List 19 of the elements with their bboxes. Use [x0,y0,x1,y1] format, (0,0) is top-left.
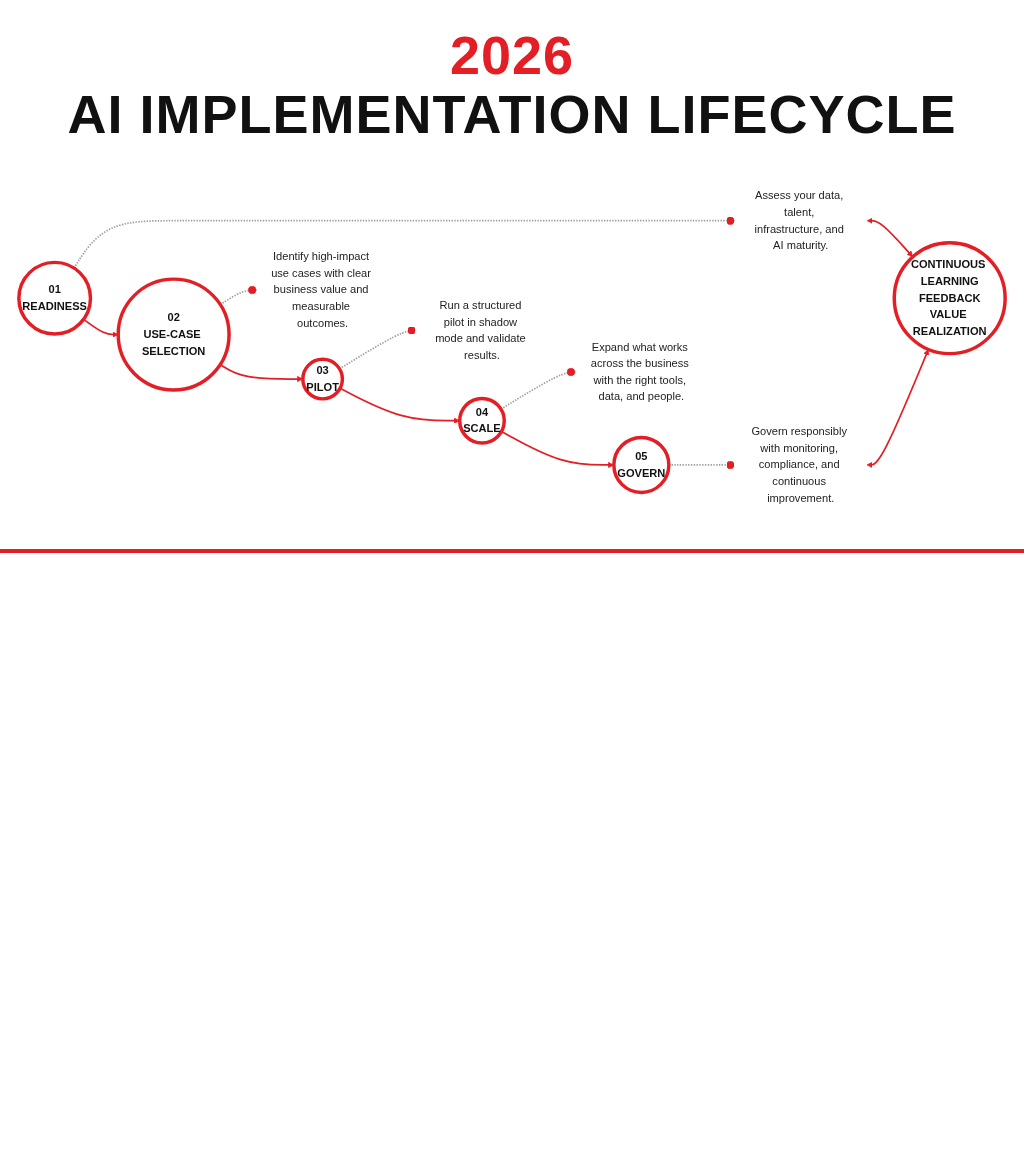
arrow [500,430,615,468]
node-circle: 01 READINESS [17,260,93,336]
node-text: Identify high-impact use cases with clear business value and measurable outcomes. [271,250,371,329]
connector [219,285,258,306]
node-circle: 05 GOVERN [612,435,671,494]
node-text: Assess your data, talent, infrastructure, and AI maturity. [754,189,844,251]
title: 2026 AI IMPLEMENTATION LIFECYCLE [67,26,957,145]
connector [73,216,736,269]
arrow [866,217,913,257]
arrow [219,363,304,382]
node-circle: 03 PILOT [301,357,345,401]
node-text: Expand what works across the business with the right tools, data, and people. [590,340,689,403]
node-circle: 04 SCALE [458,396,506,445]
node-text: Run a structured pilot in shadow mode and validate results. [435,299,526,361]
node-circle: 02 USE-CASE SELECTION [116,277,231,392]
connector [500,367,577,410]
arrow [866,348,930,468]
node-circle: CONTINUOUS LEARNING FEEDBACK VALUE REALIZATION [892,240,1007,356]
node-text: Govern responsibly with monitoring, compliance, and continuous improvement. [751,425,847,504]
